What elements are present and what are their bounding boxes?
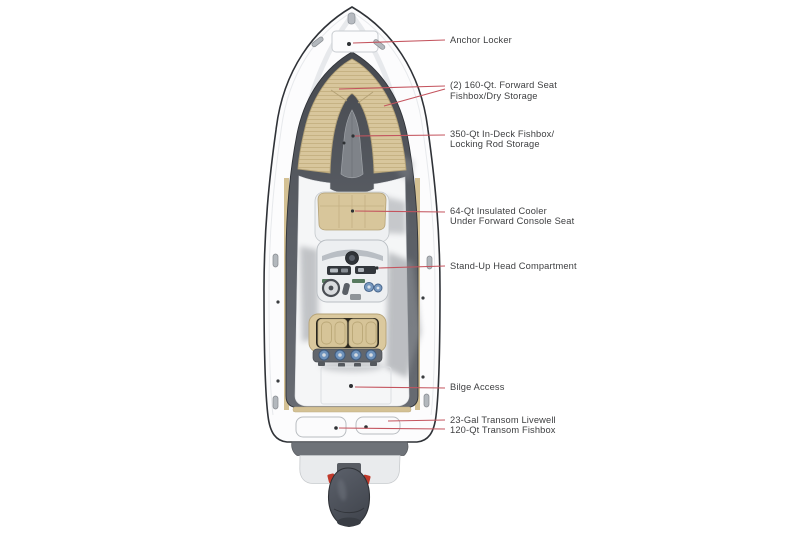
callout-indeck-fishbox: 350-Qt In-Deck Fishbox/ Locking Rod Stor… xyxy=(450,129,554,151)
callout-label: 120-Qt Transom Fishbox xyxy=(450,424,556,435)
leader-dot-indeck xyxy=(351,134,355,138)
coaming-bar-stern xyxy=(292,406,412,413)
cleats xyxy=(272,36,433,410)
callout-insulated-cooler: 64-Qt Insulated Cooler Under Forward Con… xyxy=(450,206,574,228)
motor-cowl-seam xyxy=(333,507,365,514)
leader-bilge-access xyxy=(354,386,446,389)
deck-shadow-right-of-console xyxy=(386,252,421,378)
throttle-lever xyxy=(342,282,350,296)
callout-transom-fishbox: 120-Qt Transom Fishbox xyxy=(450,425,556,436)
leader-transom-livewell xyxy=(387,419,446,422)
leader-dot-head xyxy=(375,266,379,270)
dash-panels xyxy=(327,266,376,275)
deck-shadow-under-reels xyxy=(320,360,384,372)
callout-label: Under Forward Console Seat xyxy=(450,216,575,227)
callout-label: (2) 160-Qt. Forward Seat xyxy=(450,80,557,90)
leader-lines xyxy=(338,39,446,430)
motor-highlight xyxy=(337,479,347,501)
hull-inner-line2 xyxy=(268,11,353,416)
compass-dome-inner xyxy=(349,255,355,261)
console-bucket-seats xyxy=(363,281,383,293)
callout-label: Stand-Up Head Compartment xyxy=(450,260,577,271)
transom-livewell-hatch xyxy=(355,416,401,435)
callout-label: Locking Rod Storage xyxy=(450,139,540,150)
indeck-fishbox-latch xyxy=(342,141,346,145)
transom-cap xyxy=(291,441,409,456)
callout-transom-livewell: 23-Gal Transom Livewell xyxy=(450,415,556,426)
callout-label: 64-Qt Insulated Cooler xyxy=(450,205,547,216)
leader-head-compartment xyxy=(378,265,446,269)
hull-inner-line xyxy=(351,11,436,416)
anchor-locker-latch xyxy=(347,42,351,46)
transom-fishbox-hatch xyxy=(295,416,347,438)
rod-holders xyxy=(276,296,425,383)
callout-label: Anchor Locker xyxy=(450,34,512,45)
leader-forward-seat-left xyxy=(338,85,446,90)
leader-transom-fishbox xyxy=(338,427,446,430)
rocket-launcher-base xyxy=(312,348,383,363)
bow-nav-light xyxy=(347,12,356,25)
leader-insulated-cooler xyxy=(354,210,446,213)
callout-anchor-locker: Anchor Locker xyxy=(450,35,512,46)
bow-cushion-seam-left xyxy=(330,89,348,102)
dash-accent-center xyxy=(352,279,365,283)
bilge-hatch-outline xyxy=(320,366,392,405)
bench-cushions xyxy=(317,318,378,348)
transom-fishbox-latch xyxy=(334,426,338,430)
anchor-locker-hatch xyxy=(331,30,379,53)
console-footrest xyxy=(350,294,361,300)
bilge-access-latch xyxy=(349,384,353,388)
callout-label: Bilge Access xyxy=(450,382,505,392)
callout-label: 350-Qt In-Deck Fishbox/ xyxy=(450,128,555,139)
bow-cushion-seam-right xyxy=(357,91,374,104)
motor-bottom-plate xyxy=(337,517,361,527)
callout-label: Fishbox/Dry Storage xyxy=(450,90,538,101)
bench-cushion-seams xyxy=(321,321,377,345)
leader-dot-cooler xyxy=(350,209,355,213)
callout-label: 23-Gal Transom Livewell xyxy=(450,414,556,425)
callout-forward-seat-fishbox: (2) 160-Qt. Forward Seat Fishbox/Dry Sto… xyxy=(450,80,557,102)
steering-wheel-hub xyxy=(328,285,334,291)
leader-anchor-locker xyxy=(352,39,446,44)
leader-forward-seat-right xyxy=(383,88,446,107)
callout-head-compartment: Stand-Up Head Compartment xyxy=(450,261,577,272)
callout-bilge-access: Bilge Access xyxy=(450,382,505,393)
leader-indeck-fishbox xyxy=(354,134,446,137)
fishing-reels xyxy=(318,349,377,361)
bench-feet xyxy=(318,362,377,367)
